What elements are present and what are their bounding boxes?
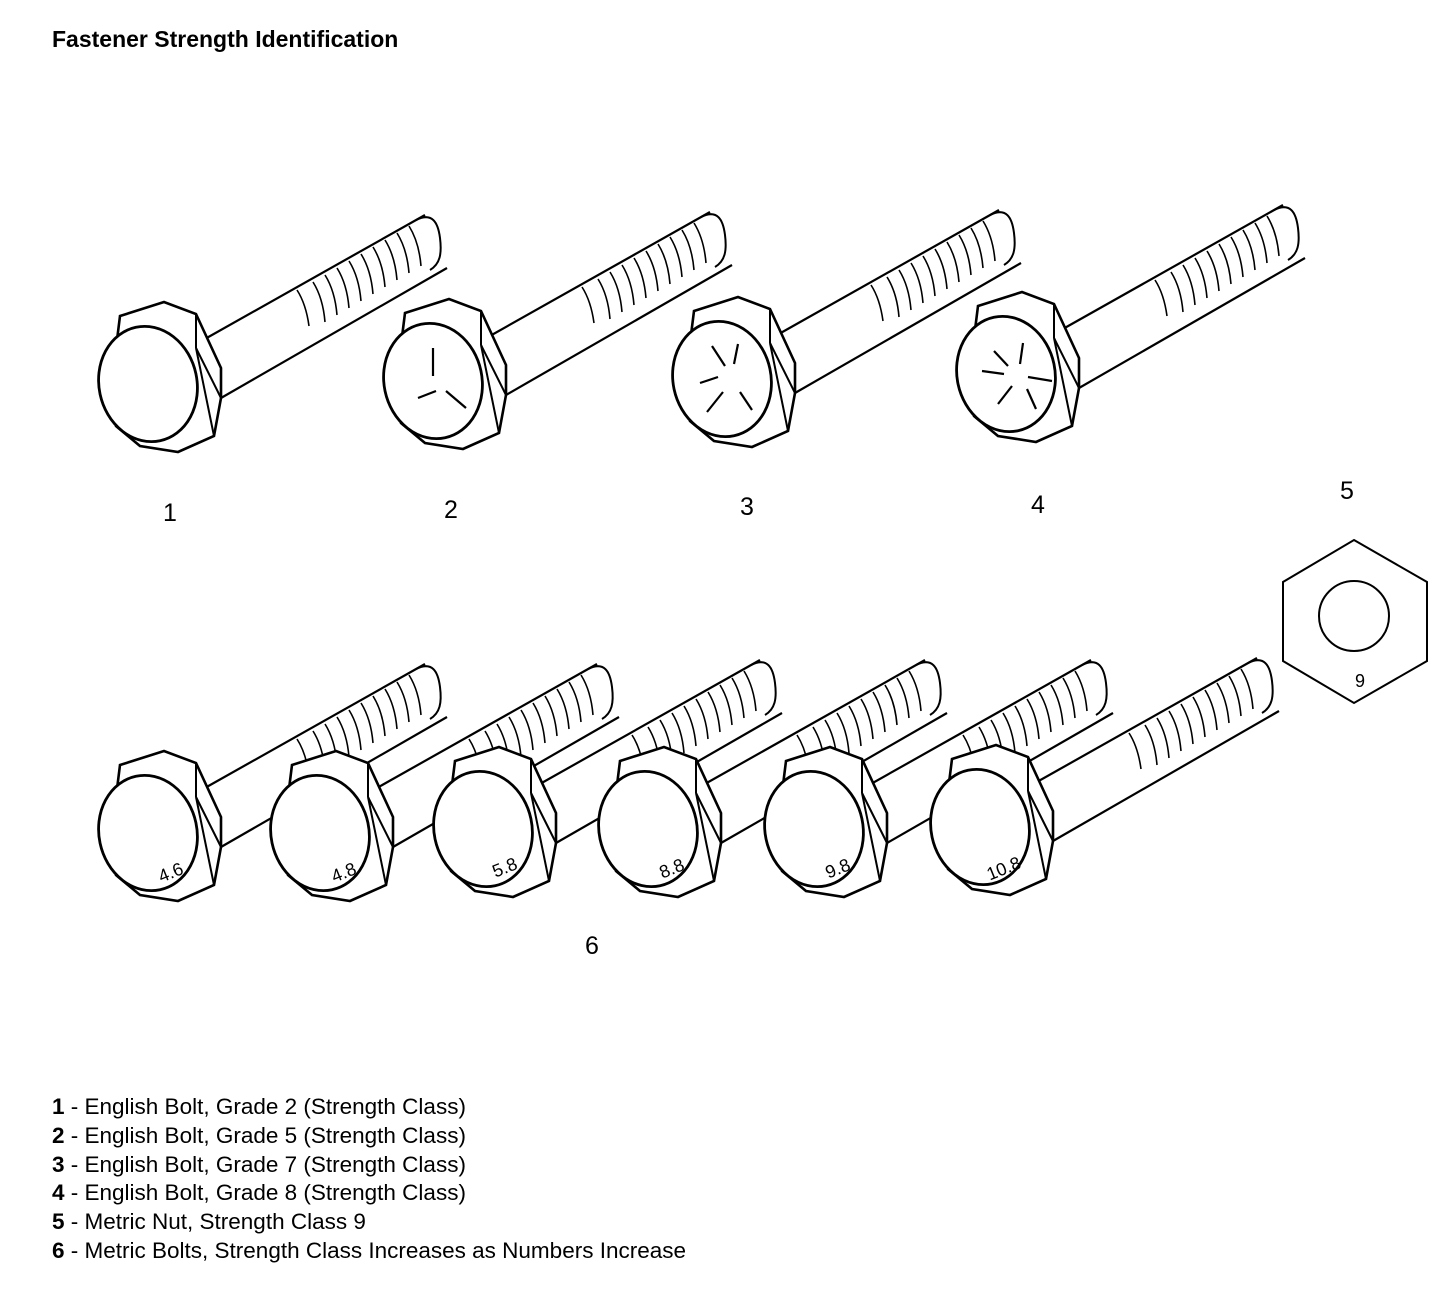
grade-7-head-marks bbox=[699, 343, 753, 413]
callout-5: 5 bbox=[1340, 477, 1354, 505]
legend-separator: - bbox=[64, 1151, 85, 1177]
nut-marking: 9 bbox=[1355, 671, 1365, 691]
grade-8-head-marks bbox=[981, 342, 1053, 410]
legend-number: 6 bbox=[52, 1237, 65, 1263]
bolt-1-grade-2 bbox=[86, 213, 449, 454]
legend-number: 4 bbox=[52, 1180, 65, 1206]
legend-separator: - bbox=[64, 1122, 85, 1148]
legend-separator: - bbox=[64, 1180, 85, 1206]
legend-item: 3 - English Bolt, Grade 7 (Strength Clas… bbox=[52, 1151, 686, 1180]
legend-number: 2 bbox=[52, 1122, 65, 1148]
callout-2: 2 bbox=[444, 496, 458, 524]
legend-item: 4 - English Bolt, Grade 8 (Strength Clas… bbox=[52, 1179, 686, 1208]
legend-separator: - bbox=[64, 1209, 85, 1235]
legend-item: 6 - Metric Bolts, Strength Class Increas… bbox=[52, 1237, 686, 1266]
metric-bolt-5-8: 5.8 bbox=[421, 658, 784, 899]
bolt-4-grade-8 bbox=[944, 203, 1307, 444]
metric-bolt-4-8: 4.8 bbox=[258, 662, 621, 903]
legend-text: English Bolt, Grade 7 (Strength Class) bbox=[84, 1151, 466, 1177]
legend-number: 1 bbox=[52, 1094, 65, 1119]
diagram-title: Fastener Strength Identification bbox=[52, 26, 399, 52]
metric-bolt-9-8: 9.8 bbox=[752, 658, 1115, 899]
metric-bolt-8-8: 8.8 bbox=[586, 658, 949, 899]
legend-item: 2 - English Bolt, Grade 5 (Strength Clas… bbox=[52, 1122, 686, 1151]
legend-text: English Bolt, Grade 2 (Strength Class) bbox=[84, 1094, 466, 1119]
callout-4: 4 bbox=[1031, 491, 1045, 519]
callout-6: 6 bbox=[585, 932, 599, 960]
legend-separator: - bbox=[64, 1094, 85, 1119]
bolt-2-grade-5 bbox=[371, 210, 734, 451]
legend-number: 5 bbox=[52, 1209, 65, 1235]
legend-text: English Bolt, Grade 8 (Strength Class) bbox=[84, 1180, 466, 1206]
callout-3: 3 bbox=[740, 493, 754, 521]
legend-text: Metric Nut, Strength Class 9 bbox=[84, 1209, 366, 1235]
metric-nut: 9 bbox=[1282, 538, 1428, 705]
metric-bolt-4-6: 4.6 bbox=[86, 662, 449, 903]
legend-item: 5 - Metric Nut, Strength Class 9 bbox=[52, 1208, 686, 1237]
legend-text: English Bolt, Grade 5 (Strength Class) bbox=[84, 1122, 466, 1148]
grade-5-head-marks bbox=[417, 348, 467, 409]
metric-bolt-10-8: 10.8 bbox=[918, 656, 1281, 897]
legend-item: 1 - English Bolt, Grade 2 (Strength Clas… bbox=[52, 1093, 686, 1122]
callout-1: 1 bbox=[163, 499, 177, 527]
bolt-3-grade-7 bbox=[660, 208, 1023, 449]
legend-number: 3 bbox=[52, 1151, 65, 1177]
legend-list: 1 - English Bolt, Grade 2 (Strength Clas… bbox=[52, 1093, 686, 1266]
legend-separator: - bbox=[64, 1237, 85, 1263]
legend-text: Metric Bolts, Strength Class Increases a… bbox=[84, 1237, 686, 1263]
